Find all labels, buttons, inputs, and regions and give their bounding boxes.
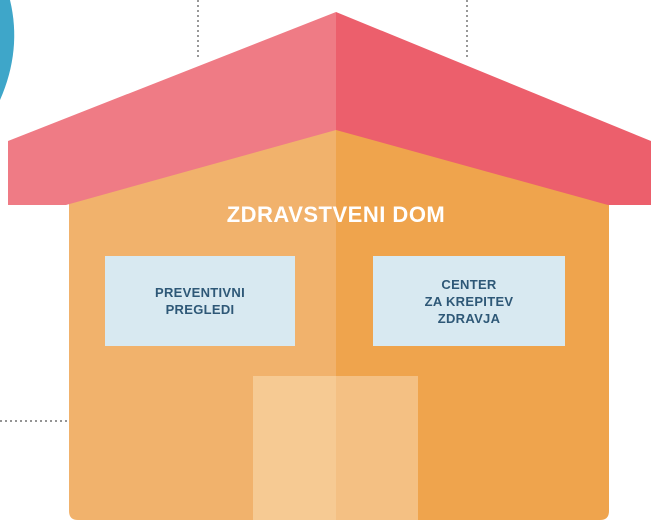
building-sign: ZDRAVSTVENI DOM [226, 202, 446, 227]
roof-left [8, 12, 336, 205]
roof-right [336, 12, 651, 205]
door-left [253, 376, 336, 520]
panel-preventive-checkups-label: PREVENTIVNI PREGLEDI [155, 285, 245, 317]
circle-decoration [0, 0, 15, 100]
panel-health-promotion-center-label: CENTER ZA KREPITEV ZDRAVJA [424, 276, 514, 326]
door-right [336, 376, 418, 520]
panel-preventive-checkups: PREVENTIVNI PREGLEDI [105, 256, 295, 346]
panel-health-promotion-center: CENTER ZA KREPITEV ZDRAVJA [373, 256, 565, 346]
